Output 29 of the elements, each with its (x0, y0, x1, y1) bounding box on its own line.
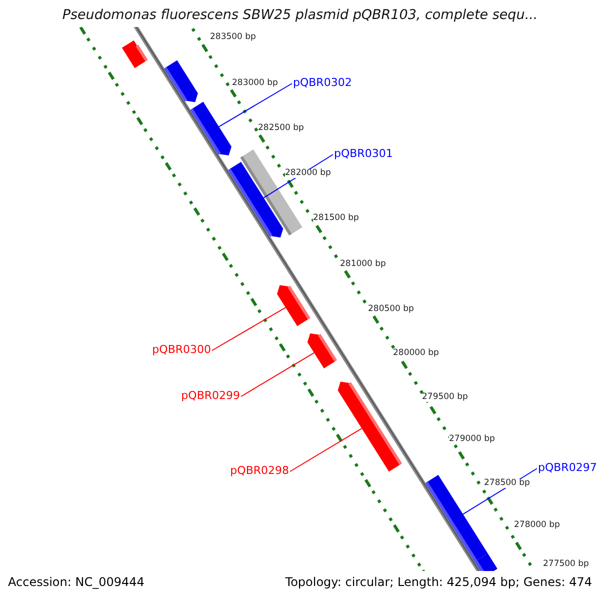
accession-text: Accession: NC_009444 (8, 576, 144, 588)
scale-label: 279000 bp (449, 435, 495, 444)
gene-label: pQBR0297 (538, 462, 597, 473)
scale-label: 280500 bp (368, 305, 414, 314)
gene-feature (338, 382, 402, 472)
scale-label: 282000 bp (285, 169, 331, 178)
gene-feature (277, 285, 310, 326)
scale-label: 281000 bp (340, 260, 386, 268)
gene-feature (190, 102, 232, 156)
scale-label: 282500 bp (258, 124, 304, 132)
gene-feature (164, 60, 198, 102)
gene-label: pQBR0299 (181, 390, 240, 401)
title: Pseudomonas fluorescens SBW25 plasmid pQBR103, complete sequ... (61, 9, 539, 22)
scale-label: 278500 bp (484, 479, 530, 488)
gene-label: pQBR0298 (230, 465, 289, 476)
gene-feature (472, 554, 498, 571)
gene-label: pQBR0302 (293, 77, 352, 88)
leader-line (212, 307, 286, 351)
leader-line (290, 428, 362, 472)
scale-label: 278000 bp (514, 521, 560, 530)
gene-feature (307, 333, 338, 368)
scale-label: 277500 bp (543, 560, 589, 568)
scale-label: 279500 bp (422, 393, 468, 402)
gene-label: pQBR0300 (152, 344, 211, 355)
leader-line (240, 352, 315, 397)
leader-line (218, 83, 292, 128)
gene-feature (122, 40, 148, 68)
gene-label: pQBR0301 (334, 148, 393, 159)
gene-feature (228, 162, 284, 238)
